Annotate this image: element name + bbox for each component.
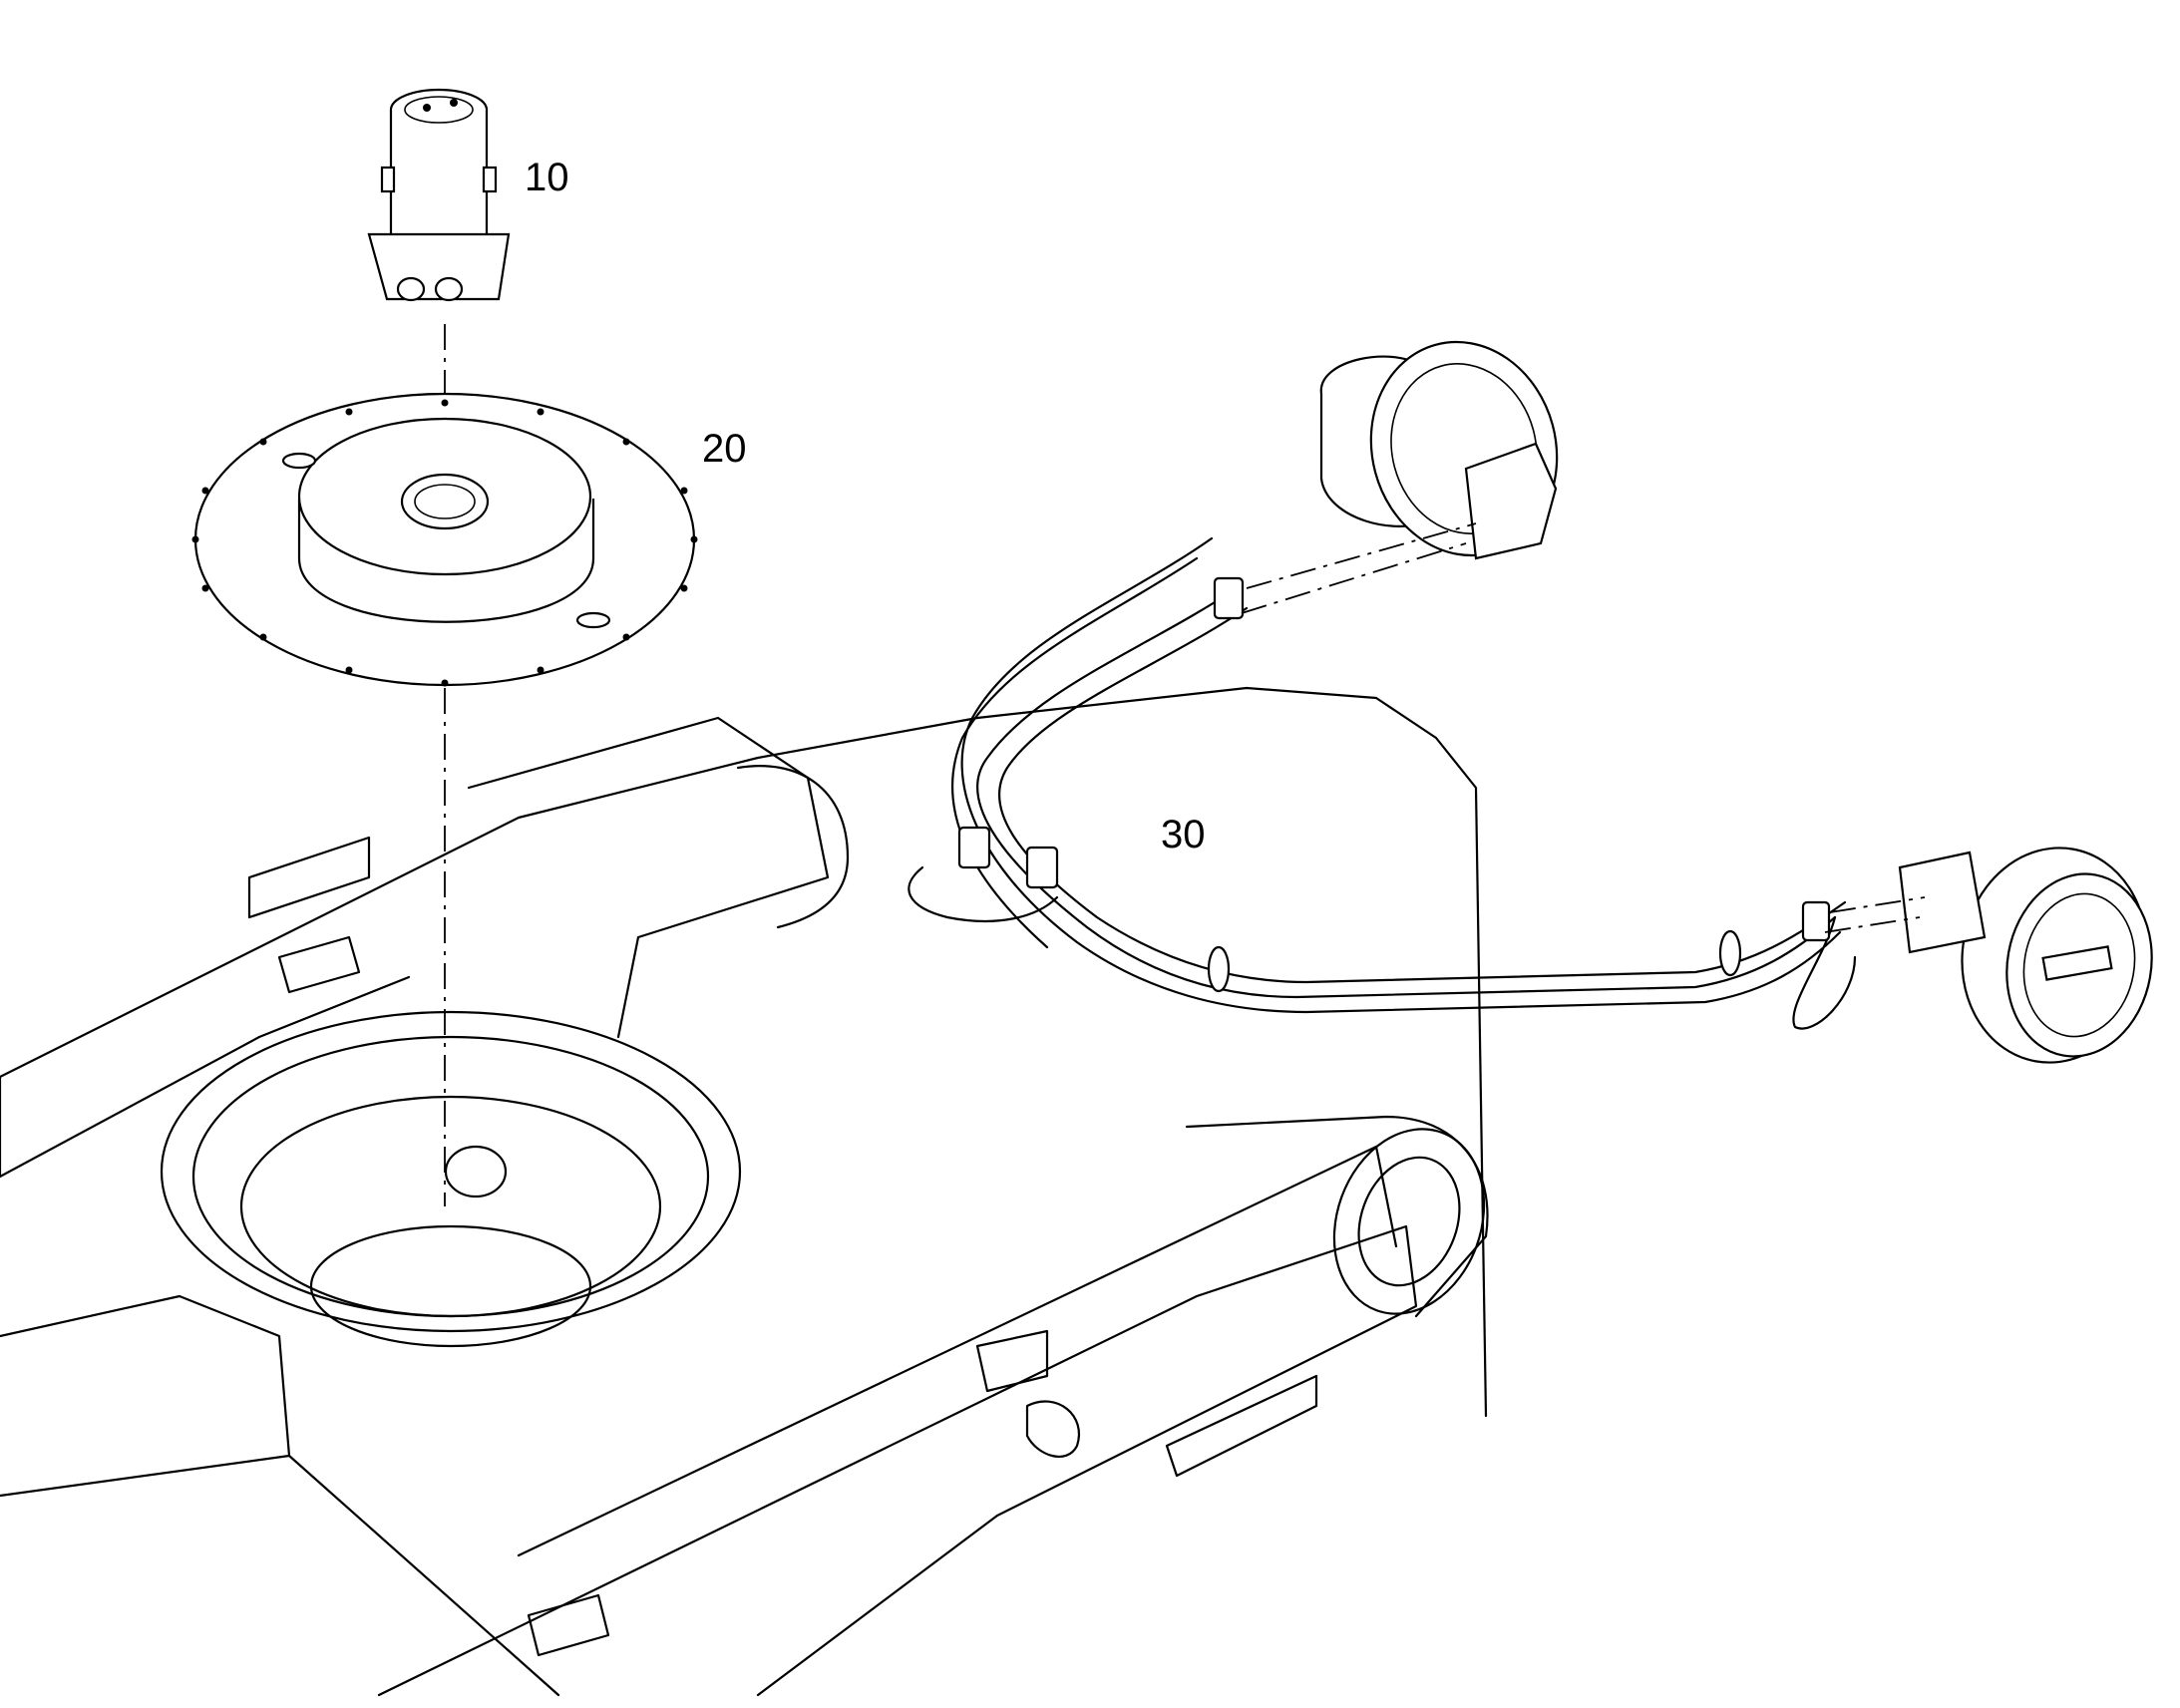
cover-plate-icon xyxy=(191,392,698,687)
bolt-holes xyxy=(191,399,698,687)
hose-harness-icon xyxy=(908,340,2153,1064)
undercarriage-frame xyxy=(0,686,1489,1697)
rotary-joint-icon xyxy=(367,88,511,302)
travel-motor-lower xyxy=(1898,847,2153,1064)
callout-30: 30 xyxy=(1161,813,1206,856)
callout-10: 10 xyxy=(525,156,569,199)
callout-20: 20 xyxy=(702,427,747,471)
travel-motor-upper xyxy=(1319,340,1559,560)
